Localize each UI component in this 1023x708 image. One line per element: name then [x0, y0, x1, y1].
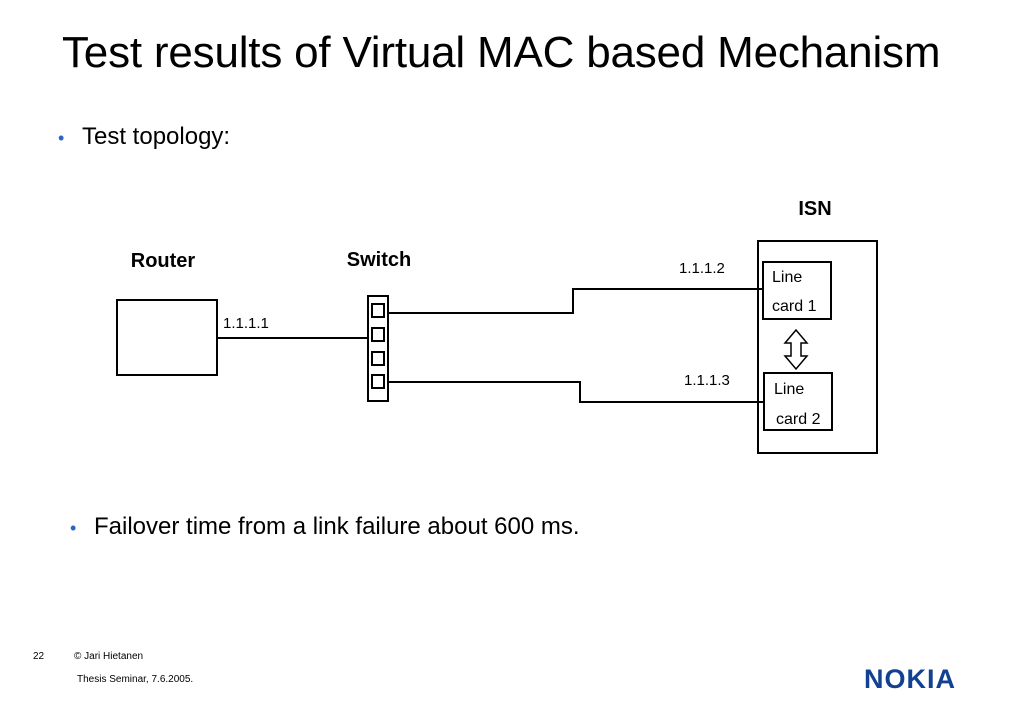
line-card-1-line1: Line — [772, 269, 802, 286]
line-card-2-box — [763, 372, 833, 431]
link-switch-linecard2 — [388, 381, 763, 403]
copyright-text: © Jari Hietanen — [74, 651, 144, 662]
event-text: Thesis Seminar, 7.6.2005. — [77, 674, 194, 685]
line-card-2-line1: Line — [774, 381, 804, 398]
bullet-marker: • — [58, 128, 65, 148]
double-vertical-arrow-icon — [783, 328, 809, 371]
switch-port-3 — [371, 351, 385, 366]
linecard1-ip-label: 1.1.1.2 — [679, 260, 725, 277]
linecard2-ip-label: 1.1.1.3 — [684, 372, 730, 389]
slide-title: Test results of Virtual MAC based Mechan… — [62, 28, 941, 77]
router-ip-label: 1.1.1.1 — [223, 315, 269, 332]
line-card-2-line2: card 2 — [776, 411, 821, 428]
bullet-failover-time: • Failover time from a link failure abou… — [70, 513, 580, 541]
switch-port-2 — [371, 327, 385, 342]
line-card-1: Line card 1 — [762, 261, 832, 320]
switch-body — [367, 295, 389, 402]
page-number: 22 — [33, 651, 45, 662]
bullet-text: Test topology: — [82, 123, 231, 150]
switch-label: Switch — [347, 249, 411, 271]
router-box — [116, 299, 218, 376]
nokia-logo: NOKIA — [864, 664, 956, 694]
switch-device — [367, 295, 389, 402]
line-card-1-line2: card 1 — [772, 298, 817, 315]
router-label: Router — [131, 250, 196, 272]
line-card-1-box — [762, 261, 832, 320]
switch-port-4 — [371, 374, 385, 389]
bullet-marker: • — [70, 518, 77, 538]
bullet-test-topology: • Test topology: — [58, 123, 230, 151]
link-switch-linecard1 — [388, 288, 762, 314]
isn-label: ISN — [798, 198, 831, 220]
isn-box — [757, 240, 878, 454]
switch-port-1 — [371, 303, 385, 318]
line-card-2: Line card 2 — [763, 372, 833, 431]
bullet-text: Failover time from a link failure about … — [94, 513, 580, 540]
